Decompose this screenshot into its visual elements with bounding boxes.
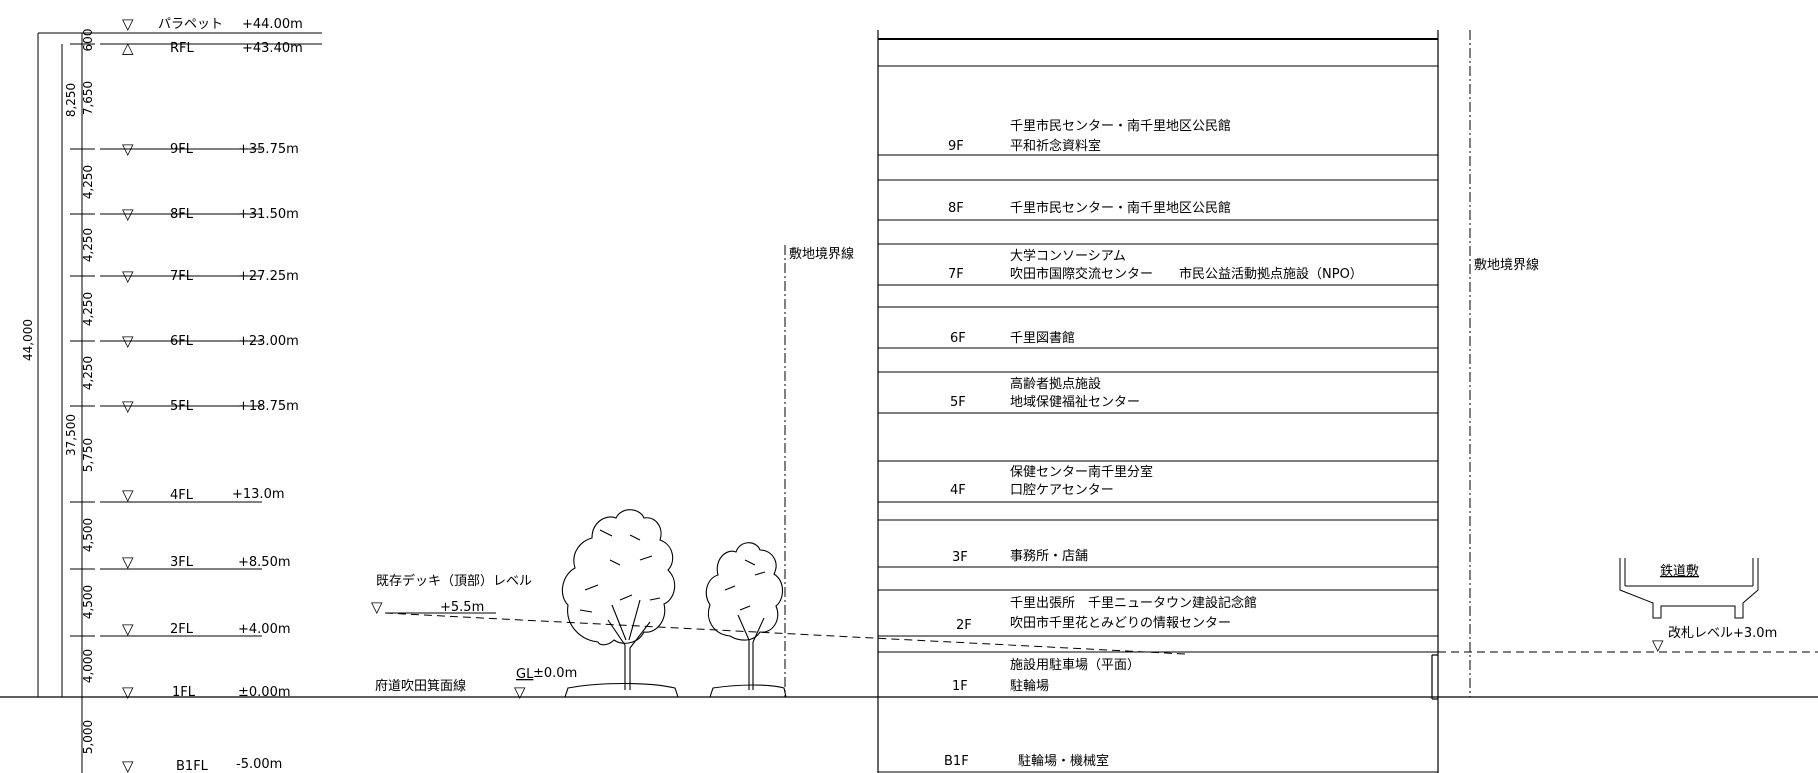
level-name: RFL	[170, 41, 195, 56]
level-name: 5FL	[170, 399, 194, 414]
dim-height-6: 4,250	[81, 356, 95, 390]
floor-use: 吹田市国際交流センター 市民公益活動拠点施設（NPO）	[1010, 266, 1363, 282]
floor-level-8f: 8F	[948, 201, 964, 216]
dim-height-8: 4,500	[81, 518, 95, 552]
floor-labels: 9F 千里市民センター・南千里地区公民館 平和祈念資料室 8F 千里市民センター…	[944, 118, 1363, 769]
floor-use: 保健センター南千里分室	[1010, 464, 1153, 480]
floor-level-9f: 9F	[948, 139, 964, 154]
level-name: 8FL	[170, 207, 194, 222]
level-value: +27.25m	[238, 269, 299, 284]
floor-level-b1f: B1F	[944, 754, 969, 769]
level-value: +35.75m	[238, 142, 299, 157]
gl-label: GL	[516, 667, 534, 682]
level-value: +8.50m	[238, 555, 291, 570]
tree-small	[705, 542, 787, 698]
dim-height-1: 600	[81, 29, 95, 52]
level-name: 2FL	[170, 622, 194, 637]
floor-level-2f: 2F	[956, 618, 972, 633]
level-symbol: ▽	[122, 267, 134, 285]
level-symbol: ▽	[122, 397, 134, 415]
gl-symbol: ▽	[514, 683, 526, 701]
floor-slabs	[878, 38, 1438, 653]
dim-height-11: 5,000	[81, 720, 95, 754]
floor-use: 地域保健福祉センター	[1010, 395, 1140, 410]
level-name: 6FL	[170, 334, 194, 349]
level-lines	[100, 32, 322, 637]
level-symbol: ▽	[122, 15, 134, 33]
floor-use: 吹田市千里花とみどりの情報センター	[1010, 615, 1231, 631]
floor-use: 駐輪場・機械室	[1018, 753, 1109, 769]
site-boundary-left-label: 敷地境界線	[789, 246, 854, 262]
dim-height-3: 4,250	[81, 165, 95, 199]
floor-level-4f: 4F	[950, 483, 966, 498]
road-label: 府道吹田箕面線	[375, 678, 466, 694]
level-value: -5.00m	[236, 757, 282, 772]
dim-main-group: 37,500	[64, 414, 78, 456]
floor-level-7f: 7F	[948, 267, 964, 282]
dim-height-4: 4,250	[81, 228, 95, 262]
level-value: +4.00m	[238, 622, 291, 637]
deck-level-value: +5.5m	[440, 600, 484, 615]
floor-use: 大学コンソーシアム	[1010, 248, 1126, 264]
floor-use: 事務所・店舗	[1010, 549, 1088, 564]
level-name: 9FL	[170, 142, 194, 157]
building-outline	[877, 30, 1439, 773]
level-symbol: ▽	[122, 205, 134, 223]
level-name: パラペット	[158, 17, 223, 32]
floor-level-6f: 6F	[950, 331, 966, 346]
level-value: +44.00m	[242, 17, 303, 32]
level-symbol: ▽	[122, 683, 134, 701]
ticket-gate-label: 改札レベル+3.0m	[1668, 626, 1777, 641]
level-symbol: △	[122, 39, 134, 57]
level-symbol: ▽	[122, 620, 134, 638]
floor-use: 千里市民センター・南千里地区公民館	[1010, 200, 1231, 216]
floor-use: 施設用駐車場（平面）	[1010, 657, 1140, 673]
dim-roof-group: 8,250	[64, 83, 78, 117]
level-symbol: ▽	[122, 486, 134, 504]
dim-height-9: 4,500	[81, 585, 95, 619]
floor-use: 高齢者拠点施設	[1010, 376, 1101, 392]
level-value: +23.00m	[238, 334, 299, 349]
tree-large	[561, 509, 679, 698]
floor-use: 千里市民センター・南千里地区公民館	[1010, 118, 1231, 134]
level-value: ±0.00m	[238, 685, 291, 700]
dim-total: 44,000	[21, 319, 35, 361]
level-symbol: ▽	[122, 140, 134, 158]
level-labels: ▽ パラペット +44.00m △ RFL +43.40m ▽ 9FL +35.…	[122, 15, 303, 773]
floor-use: 口腔ケアセンター	[1010, 483, 1114, 498]
dim-height-5: 4,250	[81, 292, 95, 326]
floor-use: 駐輪場	[1010, 678, 1049, 694]
floor-use: 千里出張所 千里ニュータウン建設記念館	[1010, 595, 1257, 611]
floor-use: 平和祈念資料室	[1010, 138, 1101, 154]
level-name: B1FL	[176, 759, 209, 773]
floor-use: 千里図書館	[1010, 331, 1075, 346]
dim-height-2: 7,650	[81, 81, 95, 115]
site-boundary-right-label: 敷地境界線	[1474, 257, 1539, 273]
deck-level-label: 既存デッキ（頂部）レベル	[376, 573, 532, 589]
level-name: 3FL	[170, 555, 194, 570]
level-value: +13.0m	[232, 487, 285, 502]
ticket-gate-symbol: ▽	[1652, 636, 1664, 654]
level-symbol: ▽	[122, 553, 134, 571]
level-value: +43.40m	[242, 41, 303, 56]
level-symbol: ▽	[122, 332, 134, 350]
dim-height-7: 5,750	[81, 438, 95, 472]
railway-structure	[1619, 558, 1759, 619]
floor-level-1f: 1F	[952, 679, 968, 694]
level-value: +18.75m	[238, 399, 299, 414]
floor-level-3f: 3F	[952, 550, 968, 565]
dim-height-10: 4,000	[81, 649, 95, 683]
level-name: 1FL	[172, 685, 196, 700]
deck-level-line	[384, 612, 1186, 655]
floor-level-5f: 5F	[950, 395, 966, 410]
railway-label: 鉄道敷	[1660, 564, 1699, 579]
level-symbol: ▽	[122, 757, 134, 773]
level-name: 4FL	[170, 488, 194, 503]
level-value: +31.50m	[238, 207, 299, 222]
level-name: 7FL	[170, 269, 194, 284]
deck-level-symbol: ▽	[371, 598, 383, 616]
gl-value: ±0.0m	[533, 666, 577, 681]
